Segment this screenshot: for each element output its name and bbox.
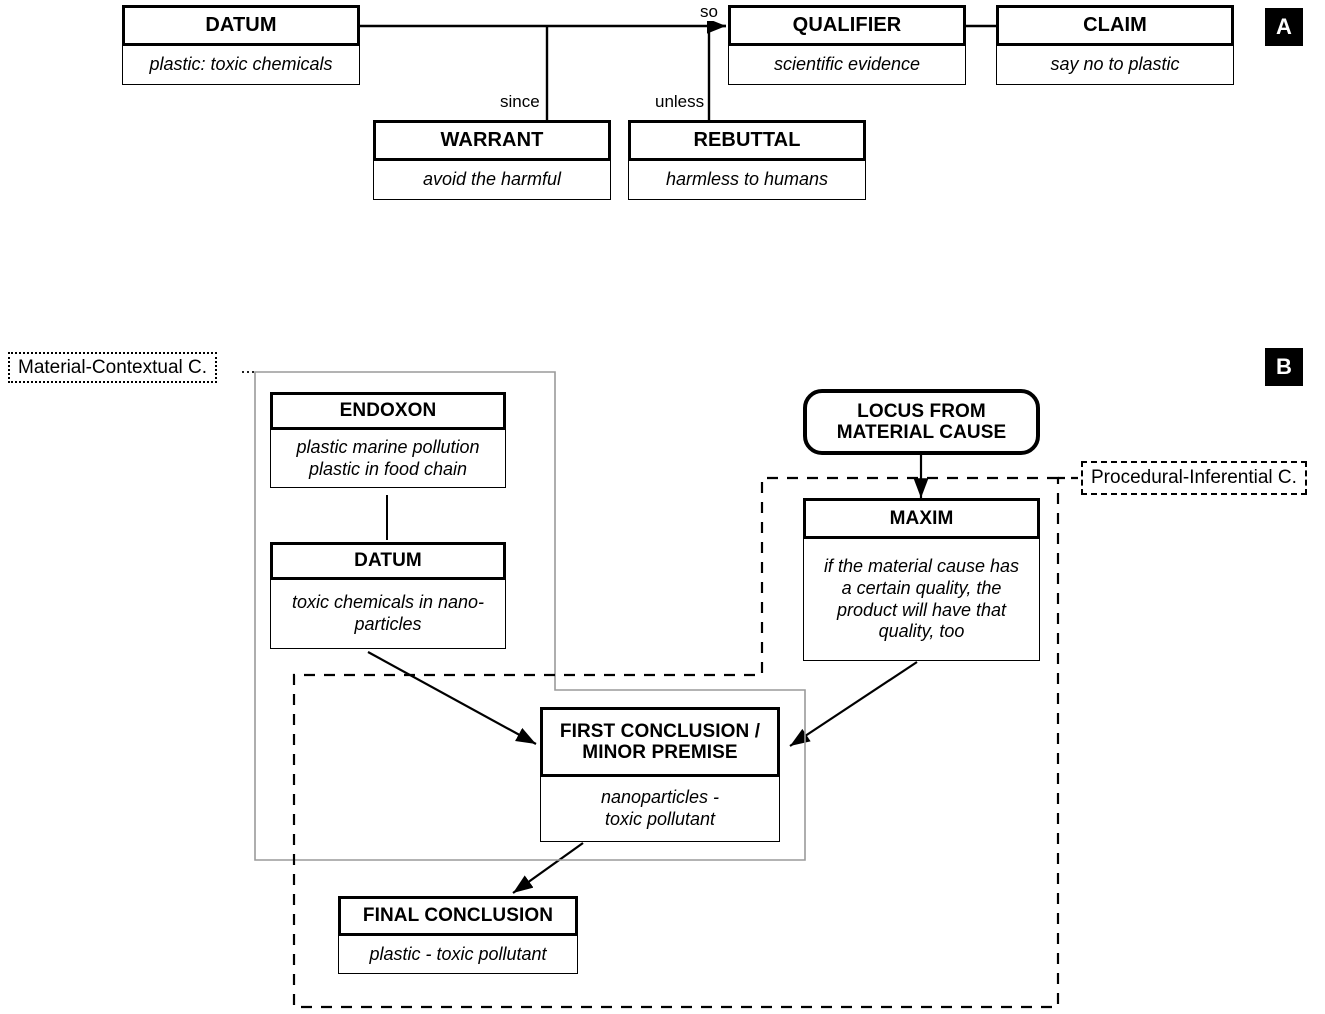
node-rebuttal-a-title: REBUTTAL bbox=[628, 120, 866, 161]
edge-datum-to-first-conclusion bbox=[367, 651, 537, 745]
node-locus-title: LOCUS FROM MATERIAL CAUSE bbox=[803, 389, 1040, 455]
node-first-conclusion[interactable]: FIRST CONCLUSION / MINOR PREMISE nanopar… bbox=[540, 707, 780, 842]
node-datum-b-title: DATUM bbox=[270, 542, 506, 580]
node-datum-b-text: toxic chemicals in nano- particles bbox=[270, 580, 506, 649]
edge-label-unless: unless bbox=[652, 92, 708, 111]
node-datum-a-title: DATUM bbox=[122, 5, 360, 46]
node-warrant-a-text: avoid the harmful bbox=[373, 161, 611, 200]
node-warrant-a[interactable]: WARRANT avoid the harmful bbox=[373, 120, 611, 200]
region-label-procedural-inferential: Procedural-Inferential C. bbox=[1081, 461, 1307, 495]
node-maxim-title: MAXIM bbox=[803, 498, 1040, 539]
node-first-conclusion-title: FIRST CONCLUSION / MINOR PREMISE bbox=[540, 707, 780, 777]
edge-label-so: so bbox=[697, 2, 721, 21]
node-warrant-a-title: WARRANT bbox=[373, 120, 611, 161]
edge-label-since: since bbox=[497, 92, 543, 111]
node-endoxon-title: ENDOXON bbox=[270, 392, 506, 430]
node-maxim[interactable]: MAXIM if the material cause has a certai… bbox=[803, 498, 1040, 661]
node-qualifier-a-text: scientific evidence bbox=[728, 46, 966, 85]
node-claim-a-title: CLAIM bbox=[996, 5, 1234, 46]
node-qualifier-a[interactable]: QUALIFIER scientific evidence bbox=[728, 5, 966, 85]
node-claim-a-text: say no to plastic bbox=[996, 46, 1234, 85]
node-maxim-text: if the material cause has a certain qual… bbox=[803, 539, 1040, 661]
node-locus-from-material-cause[interactable]: LOCUS FROM MATERIAL CAUSE bbox=[803, 389, 1040, 455]
region-label-material-contextual: Material-Contextual C. bbox=[8, 352, 218, 383]
node-datum-a-text: plastic: toxic chemicals bbox=[122, 46, 360, 85]
panel-badge-a: A bbox=[1265, 8, 1303, 46]
node-endoxon[interactable]: ENDOXON plastic marine pollution plastic… bbox=[270, 392, 506, 488]
node-final-conclusion-text: plastic - toxic pollutant bbox=[338, 936, 578, 974]
node-datum-a[interactable]: DATUM plastic: toxic chemicals bbox=[122, 5, 360, 85]
node-qualifier-a-title: QUALIFIER bbox=[728, 5, 966, 46]
node-endoxon-text: plastic marine pollution plastic in food… bbox=[270, 430, 506, 488]
node-first-conclusion-text: nanoparticles - toxic pollutant bbox=[540, 777, 780, 842]
node-rebuttal-a-text: harmless to humans bbox=[628, 161, 866, 200]
node-final-conclusion[interactable]: FINAL CONCLUSION plastic - toxic polluta… bbox=[338, 896, 578, 974]
node-datum-b[interactable]: DATUM toxic chemicals in nano- particles bbox=[270, 542, 506, 649]
edge-maxim-to-first-conclusion bbox=[789, 661, 918, 747]
node-claim-a[interactable]: CLAIM say no to plastic bbox=[996, 5, 1234, 85]
node-rebuttal-a[interactable]: REBUTTAL harmless to humans bbox=[628, 120, 866, 200]
node-final-conclusion-title: FINAL CONCLUSION bbox=[338, 896, 578, 936]
panel-badge-b: B bbox=[1265, 348, 1303, 386]
edge-first-to-final-conclusion bbox=[512, 842, 584, 894]
